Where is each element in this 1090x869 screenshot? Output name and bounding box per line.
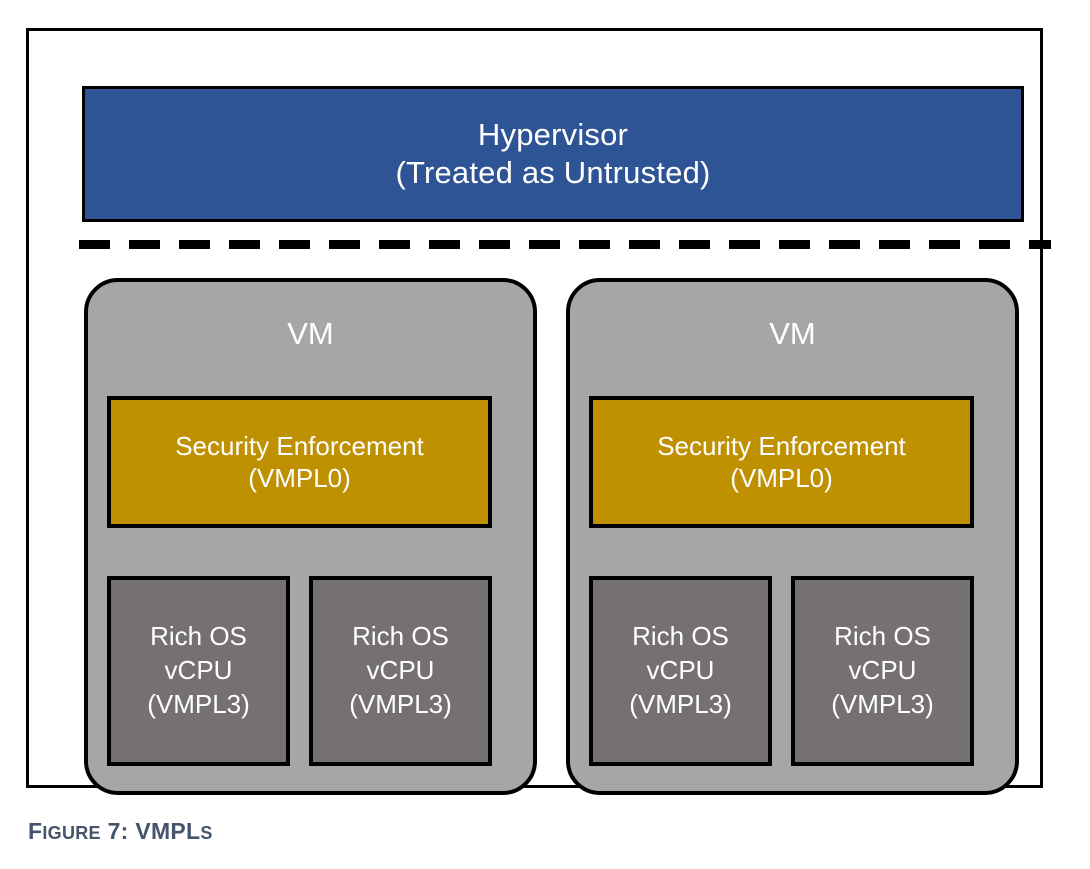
caption-figure-number: 7:	[100, 818, 136, 844]
security-enforcement-name-1: Security Enforcement	[175, 430, 424, 461]
security-enforcement-box-2: Security Enforcement (VMPL0)	[589, 396, 974, 528]
vcpu-kind-2-1: vCPU	[646, 655, 715, 686]
vcpu-box-2-1: Rich OS vCPU (VMPL3)	[589, 576, 772, 766]
vcpu-row-1: Rich OS vCPU (VMPL3) Rich OS vCPU (VMPL3…	[107, 576, 492, 766]
hypervisor-box: Hypervisor (Treated as Untrusted)	[82, 86, 1024, 222]
vcpu-level-1-1: (VMPL3)	[147, 688, 250, 719]
vcpu-os-2-1: Rich OS	[632, 621, 729, 652]
vcpu-os-1-1: Rich OS	[150, 621, 247, 652]
hypervisor-subtitle: (Treated as Untrusted)	[395, 155, 711, 190]
vcpu-os-1-2: Rich OS	[352, 621, 449, 652]
vm-container-2: VM Security Enforcement (VMPL0) Rich OS …	[566, 278, 1019, 795]
vcpu-box-1-2: Rich OS vCPU (VMPL3)	[309, 576, 492, 766]
vcpu-row-2: Rich OS vCPU (VMPL3) Rich OS vCPU (VMPL3…	[589, 576, 974, 766]
vcpu-level-1-2: (VMPL3)	[349, 688, 452, 719]
security-enforcement-name-2: Security Enforcement	[657, 430, 906, 461]
caption-title-big: VMPL	[135, 818, 201, 844]
vm-label-2: VM	[769, 316, 816, 351]
figure-outer-frame: Hypervisor (Treated as Untrusted) VM Sec…	[26, 28, 1051, 795]
caption-figure-word-small: IGURE	[42, 823, 101, 843]
vcpu-kind-2-2: vCPU	[848, 655, 917, 686]
vcpu-level-2-1: (VMPL3)	[629, 688, 732, 719]
trust-boundary-dashed-line	[79, 240, 1051, 249]
security-enforcement-level-1: (VMPL0)	[248, 463, 351, 493]
vcpu-kind-1-2: vCPU	[366, 655, 435, 686]
security-enforcement-level-2: (VMPL0)	[730, 463, 833, 493]
caption-title-small: S	[200, 823, 213, 843]
vm-label-1: VM	[287, 316, 334, 351]
caption-figure-word-big: F	[28, 818, 43, 844]
vcpu-level-2-2: (VMPL3)	[831, 688, 934, 719]
vcpu-box-1-1: Rich OS vCPU (VMPL3)	[107, 576, 290, 766]
vcpu-box-2-2: Rich OS vCPU (VMPL3)	[791, 576, 974, 766]
vm-container-1: VM Security Enforcement (VMPL0) Rich OS …	[84, 278, 537, 795]
vcpu-os-2-2: Rich OS	[834, 621, 931, 652]
security-enforcement-box-1: Security Enforcement (VMPL0)	[107, 396, 492, 528]
vcpu-kind-1-1: vCPU	[164, 655, 233, 686]
hypervisor-title: Hypervisor	[477, 117, 629, 153]
figure-caption: FIGURE 7: VMPLS	[28, 818, 213, 845]
